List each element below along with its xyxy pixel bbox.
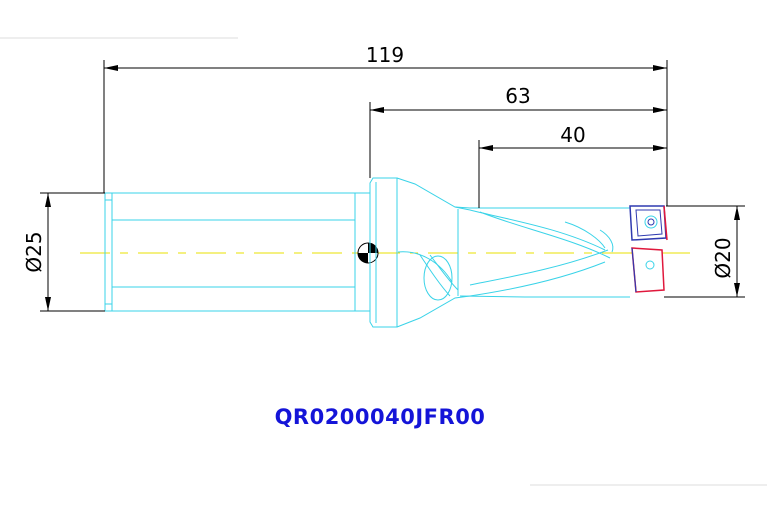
flange (369, 177, 471, 328)
dim-63-label: 63 (505, 84, 530, 108)
lower-insert (631, 247, 665, 293)
dimension-63: 63 (369, 84, 667, 178)
shank (104, 192, 371, 312)
upper-insert (629, 205, 668, 241)
center-mark (357, 242, 379, 264)
dim-drill-dia-label: Ø20 (711, 237, 735, 278)
drill-body (397, 206, 630, 301)
dimension-40: 40 (478, 123, 667, 208)
dimension-drill-dia: Ø20 (664, 205, 745, 298)
dim-shank-dia-label: Ø25 (22, 231, 46, 272)
part-number: QR0200040JFR00 (275, 405, 486, 429)
dimension-shank-dia: Ø25 (22, 192, 105, 312)
dim-40-label: 40 (560, 123, 585, 147)
dimension-119: 119 (103, 43, 668, 206)
dim-119-label: 119 (366, 43, 404, 67)
